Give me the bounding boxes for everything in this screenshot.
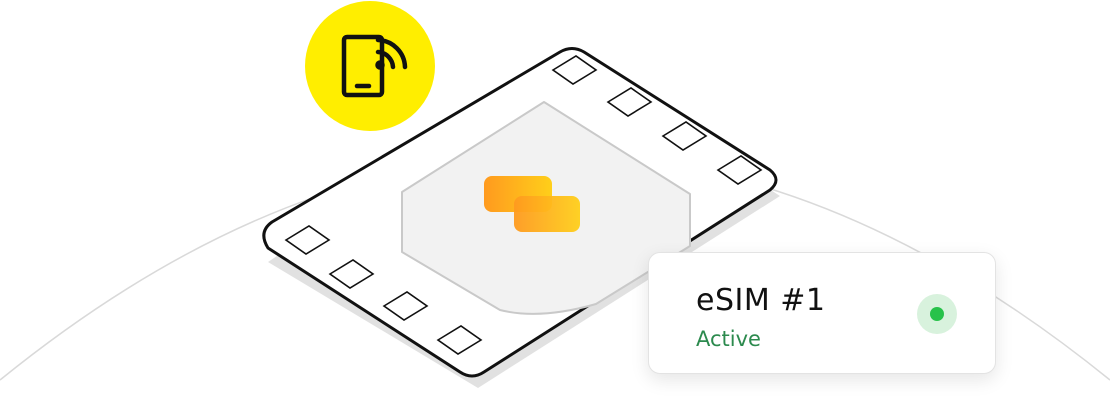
contact-pad: [284, 225, 331, 255]
contact-pad: [716, 155, 763, 185]
contact-pad: [661, 121, 708, 151]
status-dot-icon: [930, 307, 944, 321]
phone-wireless-icon: [341, 34, 408, 98]
contact-pad: [328, 259, 375, 289]
esim-status-label: Active: [696, 327, 761, 351]
esim-status-card[interactable]: eSIM #1 Active: [648, 252, 996, 374]
esim-name: eSIM #1: [696, 283, 826, 318]
sim-card: [262, 47, 780, 388]
phone-wireless-badge: [305, 1, 435, 131]
contact-pad: [382, 291, 429, 321]
contact-pad: [436, 325, 483, 355]
status-indicator: [917, 294, 957, 334]
contact-pad: [551, 55, 598, 85]
brand-logo: [484, 176, 580, 232]
contact-pad: [606, 87, 653, 117]
